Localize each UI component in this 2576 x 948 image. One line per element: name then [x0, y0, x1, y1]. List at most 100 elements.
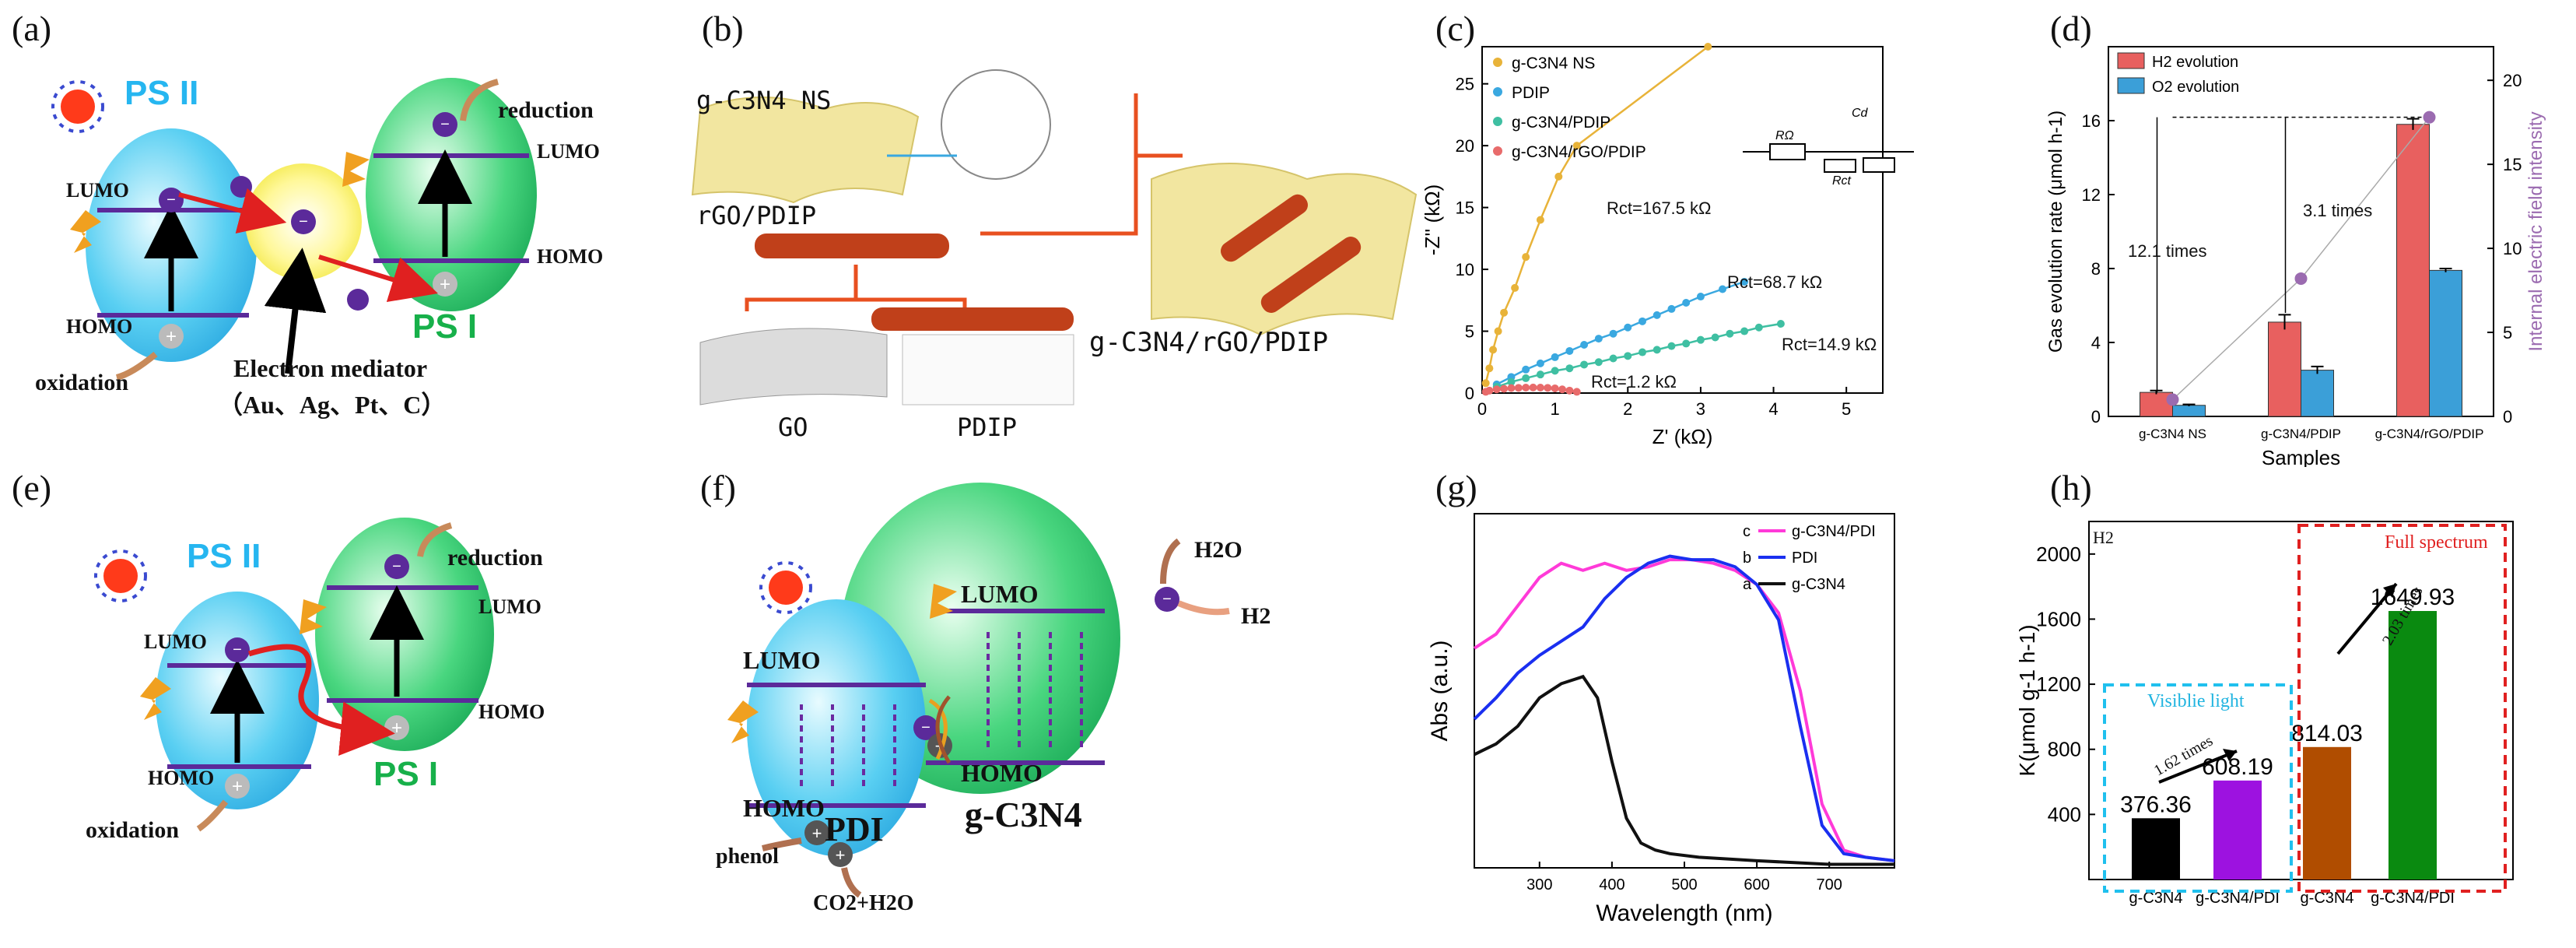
x-axis-label: Wavelength (nm) — [1596, 901, 1772, 926]
data-point — [1551, 384, 1559, 392]
data-point — [1572, 142, 1581, 150]
y-tick-label: 20 — [1456, 136, 1474, 156]
data-point — [1580, 341, 1589, 349]
legend-marker — [1493, 146, 1502, 156]
y-tick-label: 2000 — [2036, 542, 2081, 566]
panel-label: (f) — [700, 468, 736, 507]
ps1-label: PS I — [412, 307, 478, 346]
x-tick-label: 300 — [1526, 876, 1552, 894]
circuit-resistor — [1769, 143, 1806, 160]
bar — [2132, 818, 2180, 880]
x-tick-label: 500 — [1671, 876, 1697, 894]
legend-label: g-C3N4/rGO/PDIP — [1512, 143, 1646, 161]
data-point — [1536, 216, 1544, 224]
y2-tick-label: 0 — [2503, 407, 2512, 427]
y-tick-label: 0 — [1465, 384, 1474, 403]
sun-icon — [51, 80, 104, 133]
circuit-label-rct: Rct — [1832, 174, 1852, 188]
data-point — [1522, 374, 1530, 382]
x-tick-label: g-C3N4/PDI — [2196, 890, 2280, 907]
data-point — [1565, 346, 1574, 355]
bar — [2429, 269, 2462, 417]
data-point — [1594, 358, 1603, 367]
y-tick-label: 16 — [2082, 111, 2101, 131]
plot-frame — [1481, 46, 1884, 394]
y-tick-label: 10 — [1456, 260, 1474, 279]
data-point — [1494, 327, 1502, 335]
y2-axis-label: Internal electric field intensity — [2525, 111, 2546, 351]
data-point — [1740, 327, 1749, 335]
bar — [2172, 405, 2206, 417]
data-point — [1536, 370, 1544, 379]
x-tick-label: 400 — [1599, 876, 1624, 894]
go-label: GO — [778, 413, 808, 442]
legend-label: g-C3N4 — [1792, 576, 1845, 593]
plot-frame — [2088, 521, 2514, 880]
bar — [2303, 746, 2351, 880]
panel-label: (c) — [1435, 9, 1476, 48]
data-point — [1580, 360, 1589, 369]
ratio-arrowhead — [2223, 749, 2237, 761]
direct-zscheme-diagram: − + − + — [94, 518, 494, 832]
y-axis-label: Gas evolution rate (μmol h-1) — [2045, 111, 2066, 353]
panel-e: (e) − + − + PS II PS I LUMO HOMO LUMO HO… — [0, 467, 638, 948]
x-tick-label: 2 — [1623, 399, 1632, 419]
data-point — [1485, 364, 1494, 373]
plot-frame — [1474, 513, 1895, 869]
data-point — [1624, 323, 1632, 332]
gcn-label: g-C3N4 NS — [696, 86, 832, 115]
data-point — [1492, 385, 1501, 394]
y-axis-label: -Z'' (kΩ) — [1421, 184, 1444, 255]
legend-marker — [1493, 117, 1502, 126]
data-point — [1565, 364, 1574, 373]
legend-label: H2 evolution — [2152, 54, 2238, 71]
ratio-arrow — [2158, 750, 2238, 784]
legend-marker — [2117, 77, 2145, 94]
bar — [2388, 611, 2437, 880]
x-tick-label: 1 — [1551, 399, 1560, 419]
legend-label: PDI — [1792, 549, 1817, 567]
bar — [2213, 780, 2262, 880]
spectrum-line — [1474, 674, 1894, 866]
data-point — [1776, 320, 1785, 328]
x-tick-label: 600 — [1744, 876, 1769, 894]
y-tick-label: 12 — [2082, 185, 2101, 205]
bar — [2268, 321, 2301, 417]
y2-tick-label: 5 — [2503, 323, 2512, 342]
panel-label: (e) — [12, 468, 52, 507]
lumo-right-label: LUMO — [537, 140, 600, 163]
y-tick-label: 1200 — [2036, 672, 2081, 696]
co2-label: CO2+H2O — [813, 891, 914, 915]
x-tick-label: g-C3N4/PDI — [2371, 890, 2455, 907]
data-point — [1726, 329, 1734, 338]
field-point — [2166, 393, 2179, 406]
data-point — [1565, 386, 1574, 395]
ratio-arrow — [2336, 582, 2398, 655]
visible-light-label: Visiblie light — [2147, 691, 2245, 711]
y2-tick-label: 10 — [2503, 239, 2522, 258]
data-point — [1558, 385, 1566, 394]
lumo-left-label: LUMO — [144, 630, 207, 653]
series-fit-line — [1496, 280, 1745, 385]
data-point — [1500, 308, 1509, 317]
panel-f: (f) − + − + + — [669, 467, 1447, 948]
svg-text:−: − — [1162, 591, 1172, 608]
data-label: 608.19 — [2202, 754, 2273, 780]
homo-left-label: HOMO — [148, 767, 215, 789]
sun-icon — [759, 561, 812, 614]
y-axis-label: Abs (a.u.) — [1427, 640, 1453, 741]
data-point — [1652, 311, 1661, 319]
data-point — [1551, 353, 1559, 361]
legend-marker-letter: c — [1743, 523, 1751, 540]
y-axis-label: K(μmol g-1 h-1) — [2015, 624, 2039, 776]
data-point — [1529, 383, 1537, 391]
legend-marker-letter: b — [1743, 549, 1751, 567]
legend-marker — [2117, 52, 2145, 69]
data-point — [1754, 323, 1763, 332]
h2o-label: H2O — [1194, 537, 1242, 563]
svg-text:−: − — [921, 719, 931, 736]
zscheme-diagram: − + − + − — [51, 78, 537, 381]
